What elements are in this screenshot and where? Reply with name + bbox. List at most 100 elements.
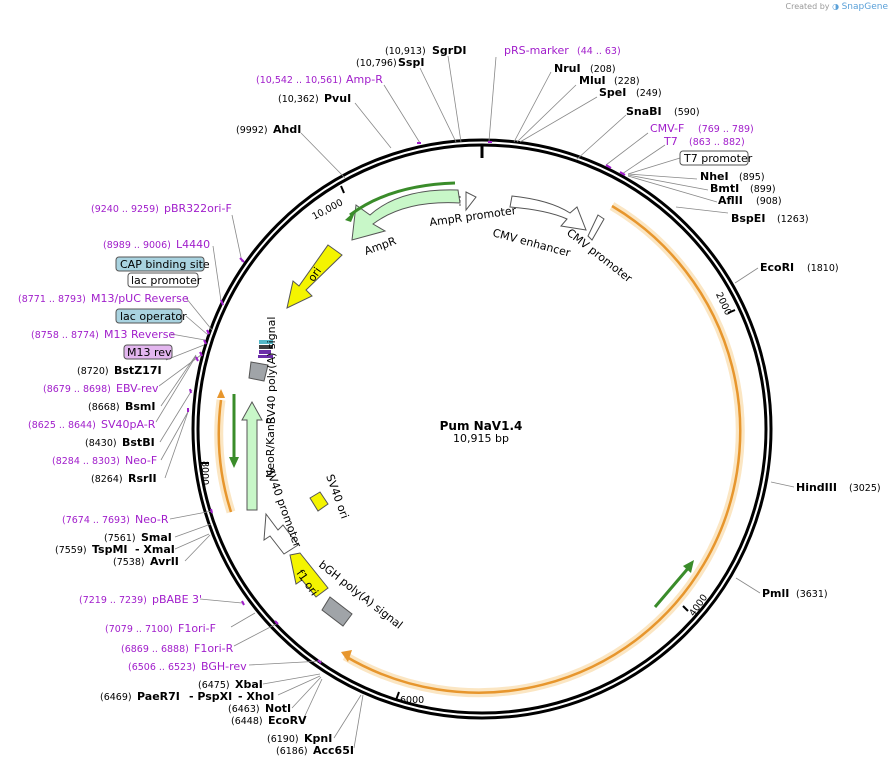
enzyme-xmai[interactable]: - XmaI <box>135 543 175 556</box>
bgh-polya-label: bGH poly(A) signal <box>316 558 405 631</box>
tick-mark-10000 <box>340 185 345 194</box>
enzyme-smai[interactable]: SmaI <box>141 531 172 544</box>
enzyme-avrii[interactable]: AvrII <box>150 555 179 568</box>
enzyme-xbai-pos: (6475) <box>198 680 230 691</box>
enzyme-hindiii[interactable]: HindIII <box>796 481 837 494</box>
enzyme-nrui[interactable]: NruI <box>554 62 581 75</box>
enzyme-sgrdi-pos: (10,913) <box>385 46 426 57</box>
enzyme-pvui-pos: (10,362) <box>278 94 319 105</box>
enzyme-sgrdi[interactable]: SgrDI <box>432 44 466 57</box>
insert-feature <box>214 202 745 698</box>
primer-sv40pa-r[interactable]: SV40pA-R <box>101 418 156 431</box>
ampr-promoter-label: AmpR promoter <box>429 204 518 229</box>
primer-pbr322ori-f-range: (9240 .. 9259) <box>91 204 159 215</box>
primer-ebv-rev[interactable]: EBV-rev <box>116 382 159 395</box>
enzyme-kpni-pos: (6190) <box>267 734 299 745</box>
enzyme-mlui[interactable]: MluI <box>579 74 606 87</box>
enzyme-bspei-pos: (1263) <box>777 214 809 225</box>
primer-m13puc-reverse-range: (8771 .. 8793) <box>18 294 86 305</box>
tick-mark-6000 <box>395 691 400 701</box>
enzyme-ecorv-pos: (6448) <box>231 716 263 727</box>
enzyme-pspxi[interactable]: - PspXI <box>189 690 232 703</box>
enzyme-pvui[interactable]: PvuI <box>324 92 351 105</box>
enzyme-sspi-pos: (10,796) <box>356 58 397 69</box>
primer-l4440[interactable]: L4440 <box>176 238 210 251</box>
enzyme-bstbi[interactable]: BstBI <box>122 436 155 449</box>
primer-marks <box>187 141 626 664</box>
enzyme-mlui-pos: (228) <box>614 76 640 87</box>
m13-rev-box[interactable] <box>123 344 173 360</box>
enzyme-spei-pos: (249) <box>636 88 662 99</box>
sv40-ori-feature <box>309 491 329 512</box>
enzyme-xhoi[interactable]: - XhoI <box>238 690 274 703</box>
enzyme-bstz17i[interactable]: BstZ17I <box>114 364 162 377</box>
f1-ori-feature <box>289 552 329 598</box>
enzyme-nhei[interactable]: NheI <box>700 170 729 183</box>
primer-neo-f-range: (8284 .. 8303) <box>52 456 120 467</box>
primer-cmv-f[interactable]: CMV-F <box>650 122 684 135</box>
ori-feature <box>286 244 343 309</box>
enzyme-kpni[interactable]: KpnI <box>304 732 332 745</box>
leader-lines <box>155 55 795 749</box>
enzyme-nrui-pos: (208) <box>590 64 616 75</box>
enzyme-acc65i[interactable]: Acc65I <box>313 744 354 757</box>
enzyme-tspmi-pos: (7559) <box>55 545 87 556</box>
cap-binding-site-box[interactable] <box>115 256 205 272</box>
enzyme-spei[interactable]: SpeI <box>599 86 626 99</box>
enzyme-sspi[interactable]: SspI <box>398 56 424 69</box>
primer-ebv-rev-range: (8679 .. 8698) <box>43 384 111 395</box>
primer-t7-range: (863 .. 882) <box>689 137 745 148</box>
enzyme-ecori-pos: (1810) <box>807 263 839 274</box>
neor-label: NeoR/KanR <box>264 416 277 478</box>
enzyme-aflii[interactable]: AflII <box>718 194 743 207</box>
primer-m13puc-reverse[interactable]: M13/pUC Reverse <box>91 292 189 305</box>
enzyme-ecori[interactable]: EcoRI <box>760 261 794 274</box>
enzyme-bspei[interactable]: BspEI <box>731 212 765 225</box>
tick-label-6000: 6000 <box>400 695 424 706</box>
tick-label-4000: 4000 <box>687 592 710 618</box>
enzyme-noti-pos: (6463) <box>228 704 260 715</box>
primer-f1ori-f[interactable]: F1ori-F <box>178 622 216 635</box>
enzyme-tspmi[interactable]: TspMI <box>92 543 128 556</box>
primer-neo-f[interactable]: Neo-F <box>125 454 157 467</box>
primer-ampr-range: (10,542 .. 10,561) <box>256 75 342 86</box>
primer-f1ori-r[interactable]: F1ori-R <box>194 642 234 655</box>
primer-neo-r[interactable]: Neo-R <box>135 513 169 526</box>
primer-cmv-f-range: (769 .. 789) <box>698 124 754 135</box>
cmv-promoter-label: CMV promoter <box>564 226 635 285</box>
primer-f1ori-f-range: (7079 .. 7100) <box>105 624 173 635</box>
enzyme-hindiii-pos: (3025) <box>849 483 881 494</box>
enzyme-pmli[interactable]: PmlI <box>762 587 789 600</box>
enzyme-rsrii[interactable]: RsrII <box>128 472 157 485</box>
cmv-enhancer-label: CMV enhancer <box>491 226 572 259</box>
primer-pbabe3[interactable]: pBABE 3' <box>152 593 202 606</box>
primer-bgh-rev[interactable]: BGH-rev <box>201 660 247 673</box>
enzyme-bmti[interactable]: BmtI <box>710 182 739 195</box>
primer-l4440-range: (8989 .. 9006) <box>103 240 171 251</box>
enzyme-ahdi[interactable]: AhdI <box>273 123 301 136</box>
primer-pbabe3-range: (7219 .. 7239) <box>79 595 147 606</box>
sv40-ori-label: SV40 ori <box>323 473 351 521</box>
primer-t7[interactable]: T7 <box>663 135 678 148</box>
primer-bgh-rev-range: (6506 .. 6523) <box>128 662 196 673</box>
primer-ampr[interactable]: Amp-R <box>346 73 383 86</box>
primer-pbr322ori-f[interactable]: pBR322ori-F <box>164 202 232 215</box>
enzyme-noti[interactable]: NotI <box>265 702 291 715</box>
enzyme-xbai[interactable]: XbaI <box>235 678 263 691</box>
enzyme-bstz17i-pos: (8720) <box>77 366 109 377</box>
neor-feature <box>241 400 263 511</box>
plasmid-length: 10,915 bp <box>453 432 509 445</box>
t7-promoter-box[interactable] <box>679 150 749 166</box>
m13-rev-label: M13 rev <box>127 346 172 359</box>
primer-prs-marker[interactable]: pRS-marker <box>504 44 569 57</box>
enzyme-snabi[interactable]: SnaBI <box>626 105 662 118</box>
enzyme-ecorv[interactable]: EcoRV <box>268 714 307 727</box>
enzyme-bsmi[interactable]: BsmI <box>125 400 156 413</box>
lac-promoter-box[interactable] <box>127 272 199 288</box>
bgh-polya-feature <box>321 596 353 627</box>
backbone <box>191 138 773 720</box>
enzyme-paer7i[interactable]: PaeR7I <box>137 690 180 703</box>
lac-operator-box[interactable] <box>115 308 183 324</box>
primer-m13-reverse[interactable]: M13 Reverse <box>104 328 175 341</box>
